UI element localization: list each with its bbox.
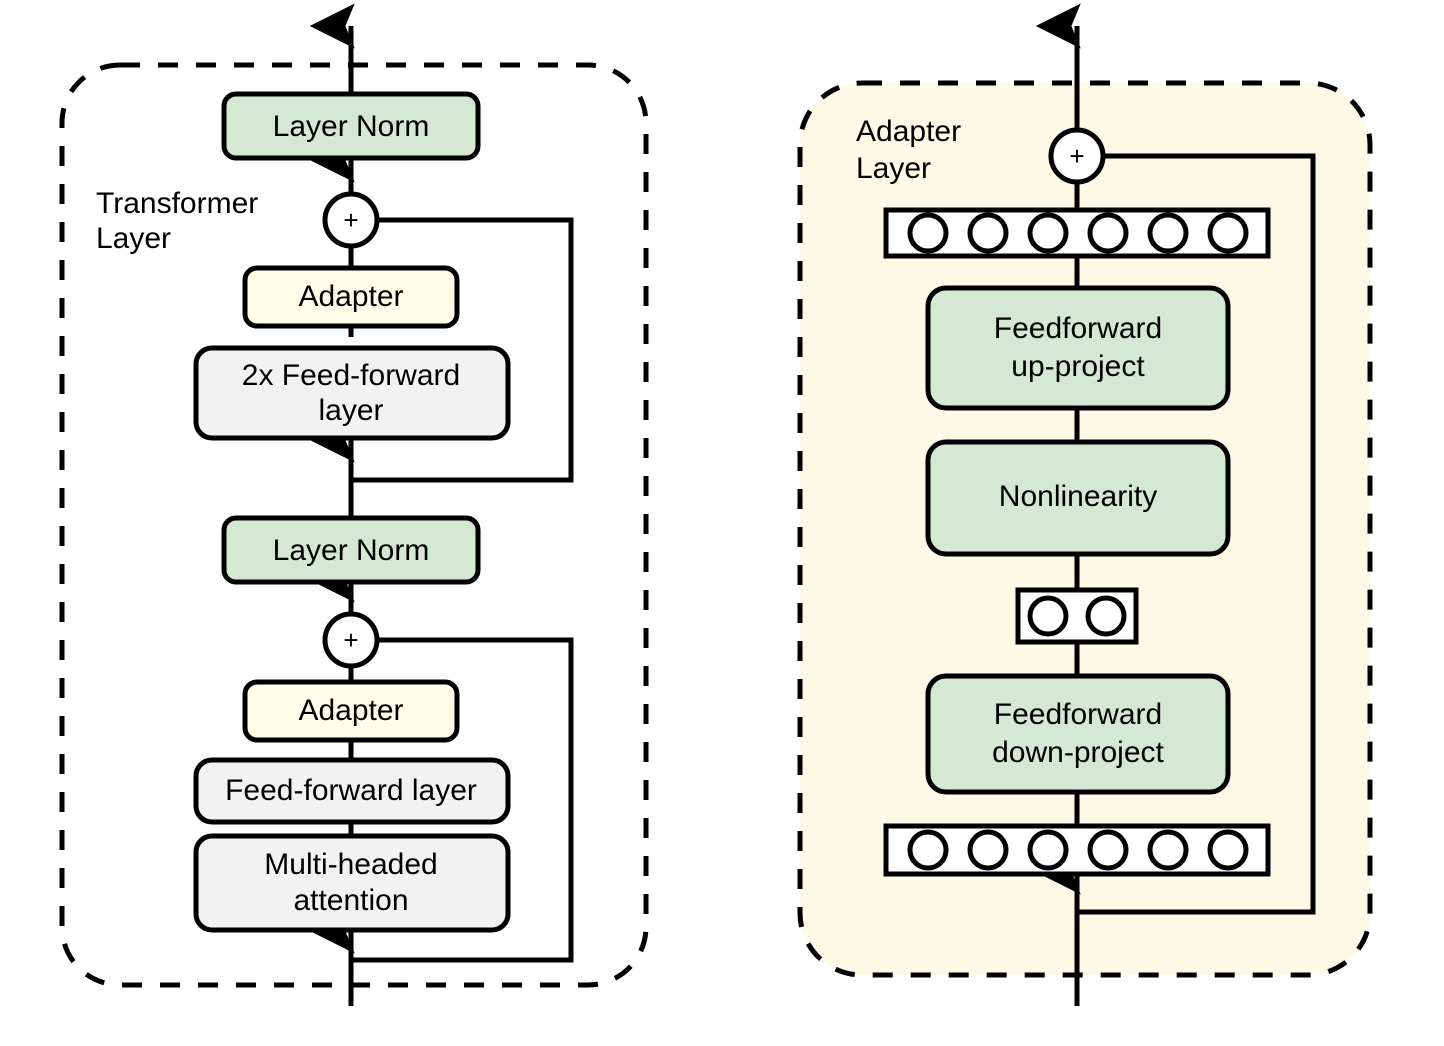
transformer-layer-panel: Transformer Layer Layer Norm xyxy=(59,3,649,1006)
skip-connection-bottom xyxy=(351,637,574,963)
block-layer-norm-mid-label: Layer Norm xyxy=(273,534,430,567)
adapter-layer-panel: Adapter Layer xyxy=(797,3,1373,1006)
block-feedforward-up-project[interactable]: Feedforward up-project xyxy=(925,285,1231,411)
block-multi-headed-attention-label-line2: attention xyxy=(293,884,408,917)
block-layer-norm-top-label: Layer Norm xyxy=(273,110,430,143)
adapter-layer-group-label-line2: Layer xyxy=(856,152,931,185)
neuron-circle xyxy=(1027,212,1069,254)
neuron-circle xyxy=(967,212,1009,254)
block-adapter-bottom-shape xyxy=(242,679,460,743)
block-layer-norm-mid-shape xyxy=(221,515,481,585)
block-feed-forward-layer-label: Feed-forward layer xyxy=(225,774,477,807)
block-adapter-top-label: Adapter xyxy=(298,280,403,313)
neuron-row-output-shape xyxy=(883,207,1271,259)
block-feedforward-up-project-shape xyxy=(925,285,1231,411)
neuron-row-input[interactable] xyxy=(883,823,1271,877)
add-node-adapter-symbol: + xyxy=(1069,141,1084,171)
add-node-top[interactable]: + xyxy=(322,191,380,249)
block-feed-forward-2x-label-line2: layer xyxy=(318,394,383,427)
block-adapter-top-shape xyxy=(242,265,460,329)
neuron-circle xyxy=(1207,212,1249,254)
adapter-layer-group-label: Adapter xyxy=(856,115,961,148)
block-feedforward-down-project-label-line2: down-project xyxy=(992,736,1164,769)
transformer-layer-group-label: Transformer xyxy=(96,187,258,220)
block-feed-forward-layer-shape xyxy=(193,757,511,825)
block-nonlinearity-label: Nonlinearity xyxy=(999,480,1157,513)
block-layer-norm-top[interactable]: Layer Norm xyxy=(221,91,481,161)
block-layer-norm-top-shape xyxy=(221,91,481,161)
block-adapter-bottom-label: Adapter xyxy=(298,694,403,727)
block-nonlinearity-shape xyxy=(925,439,1231,557)
adapter-skip-connection xyxy=(1077,153,1316,915)
block-adapter-top[interactable]: Adapter xyxy=(242,265,460,329)
block-layer-norm-mid[interactable]: Layer Norm xyxy=(221,515,481,585)
block-feed-forward-2x-label-line1: 2x Feed-forward xyxy=(242,359,460,392)
add-node-adapter-circle xyxy=(1048,127,1106,185)
block-feed-forward-layer[interactable]: Feed-forward layer xyxy=(193,757,511,825)
block-multi-headed-attention-label-line1: Multi-headed xyxy=(264,848,437,881)
skip-connection-top xyxy=(351,217,574,483)
neuron-circle xyxy=(1207,829,1249,871)
neuron-circle xyxy=(1147,829,1189,871)
neuron-circle xyxy=(907,829,949,871)
add-node-bottom-circle xyxy=(322,611,380,669)
block-feedforward-down-project-label-line1: Feedforward xyxy=(994,698,1162,731)
neuron-circle xyxy=(1147,212,1189,254)
block-feedforward-down-project-shape xyxy=(925,673,1231,795)
neuron-circle xyxy=(967,829,1009,871)
add-node-adapter[interactable]: + xyxy=(1048,127,1106,185)
add-node-top-circle xyxy=(322,191,380,249)
block-adapter-bottom[interactable]: Adapter xyxy=(242,679,460,743)
neuron-circle xyxy=(1087,212,1129,254)
add-node-top-symbol: + xyxy=(343,205,358,235)
transformer-layer-group-label-line2: Layer xyxy=(96,222,171,255)
block-multi-headed-attention[interactable]: Multi-headed attention xyxy=(193,833,511,933)
neuron-circle xyxy=(907,212,949,254)
neuron-circle xyxy=(1027,595,1069,637)
neuron-row-output[interactable] xyxy=(883,207,1271,259)
block-feed-forward-2x-shape xyxy=(193,345,511,441)
neuron-row-input-shape xyxy=(883,823,1271,877)
block-feedforward-up-project-label-line1: Feedforward xyxy=(994,312,1162,345)
block-nonlinearity[interactable]: Nonlinearity xyxy=(925,439,1231,557)
neuron-circle xyxy=(1085,595,1127,637)
block-feedforward-up-project-label-line2: up-project xyxy=(1011,350,1145,383)
block-multi-headed-attention-shape xyxy=(193,833,511,933)
block-feedforward-down-project[interactable]: Feedforward down-project xyxy=(925,673,1231,795)
block-feed-forward-2x[interactable]: 2x Feed-forward layer xyxy=(193,345,511,441)
add-node-bottom[interactable]: + xyxy=(322,611,380,669)
neuron-row-bottleneck[interactable] xyxy=(1015,587,1139,645)
add-node-bottom-symbol: + xyxy=(343,625,358,655)
neuron-circle xyxy=(1087,829,1129,871)
neuron-circle xyxy=(1027,829,1069,871)
